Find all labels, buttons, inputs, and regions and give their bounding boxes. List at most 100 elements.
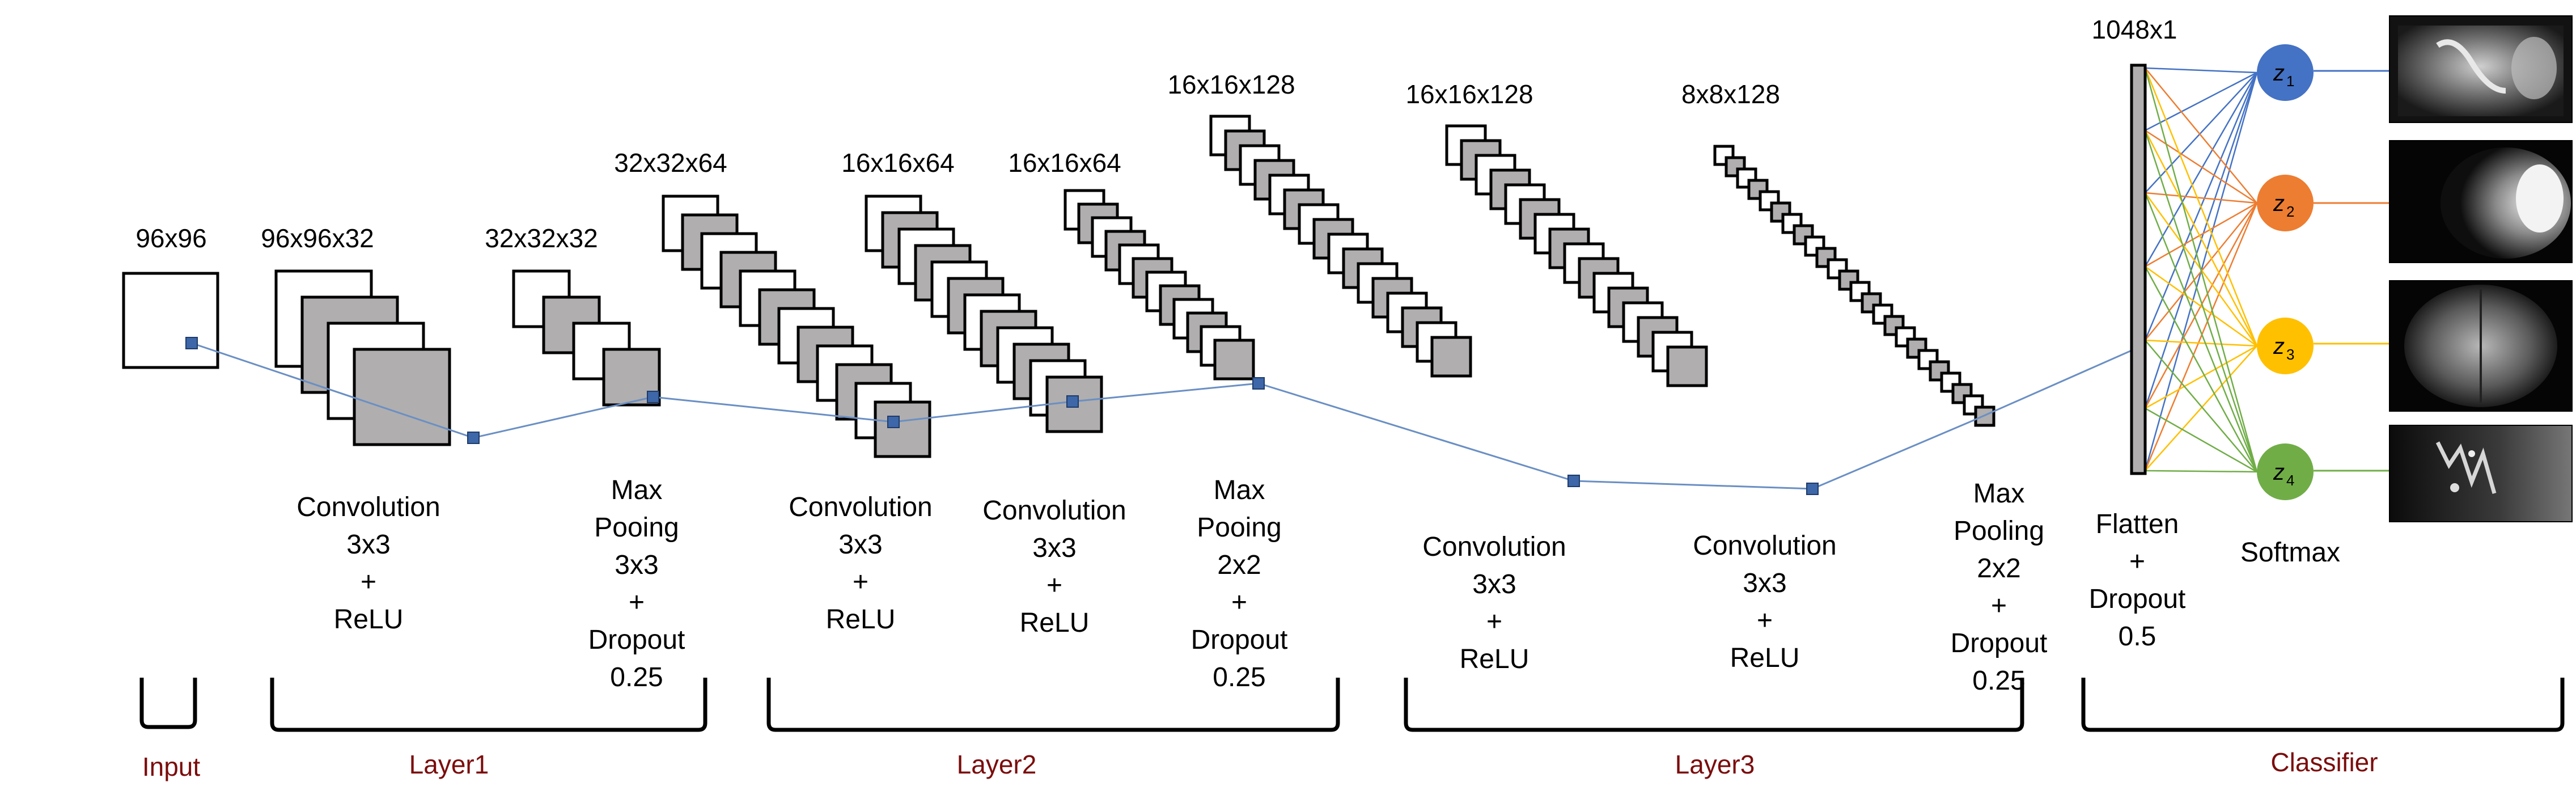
output-node-z1: z 1 xyxy=(2257,44,2314,101)
dim-label-conv3a: 16x16x128 xyxy=(1405,79,1533,109)
op-label-line: + xyxy=(1231,588,1247,618)
op-label-line: Pooing xyxy=(1197,513,1281,543)
stack-input xyxy=(122,272,219,369)
dense-link xyxy=(2144,130,2258,346)
brace-layer3 xyxy=(1404,678,2024,732)
kernel-square xyxy=(887,416,900,428)
op-label-line: 3x3 xyxy=(615,550,658,580)
feature-map xyxy=(1430,336,1472,378)
stack-conv2a xyxy=(662,195,931,458)
op-label-line: Max xyxy=(1973,479,2025,509)
dense-link xyxy=(2145,339,2257,347)
kernel-square xyxy=(1567,475,1580,487)
dense-link xyxy=(2145,72,2257,193)
dim-label-input: 96x96 xyxy=(135,223,206,253)
brace-layer1 xyxy=(270,678,707,732)
dense-link xyxy=(2144,192,2258,472)
group-braces xyxy=(139,678,2565,732)
output-node-label: z xyxy=(2273,460,2285,485)
group-label-classifier: Classifier xyxy=(2270,747,2378,777)
op-label-line: ReLU xyxy=(1020,608,1090,638)
op-label-line: + xyxy=(1991,591,2007,621)
stack-pool1 xyxy=(512,269,661,407)
feature-map xyxy=(1747,179,1769,200)
output-node-z3: z 3 xyxy=(2257,318,2314,374)
op-label-line: 3x3 xyxy=(1472,569,1516,599)
op-label-line: Pooing xyxy=(594,513,679,543)
op-label-softmax: Softmax xyxy=(2240,538,2340,568)
op-label-line: + xyxy=(1486,607,1502,637)
op-label-line: Flatten xyxy=(2096,509,2179,539)
dense-link xyxy=(2145,129,2257,204)
op-label-line: Pooling xyxy=(1954,516,2044,546)
dense-link xyxy=(2145,67,2257,74)
dense-link xyxy=(2144,67,2258,346)
dense-link xyxy=(2145,192,2257,204)
feature-map xyxy=(1815,247,1837,268)
op-label-line: Convolution xyxy=(296,492,440,522)
kernel-squares xyxy=(185,337,1819,495)
group-label-input: Input xyxy=(142,752,201,781)
feature-map xyxy=(1929,360,1950,382)
op-label-line: 3x3 xyxy=(1743,568,1786,598)
output-node-label: z xyxy=(2273,191,2285,216)
op-label-line: 3x3 xyxy=(838,530,882,560)
feature-map xyxy=(122,272,219,369)
feature-map xyxy=(1963,394,1984,416)
feature-map xyxy=(1781,213,1803,234)
dim-label-pool3: 8x8x128 xyxy=(1681,79,1780,109)
feature-map xyxy=(1666,345,1708,387)
output-node-label: z xyxy=(2273,334,2285,359)
feature-map xyxy=(1213,339,1255,381)
dense-link xyxy=(2145,407,2257,473)
feature-map-stacks xyxy=(122,115,1995,458)
feature-map xyxy=(1804,235,1825,257)
output-node-subscript: 2 xyxy=(2286,203,2294,220)
dense-link xyxy=(2145,202,2257,268)
stack-pool3 xyxy=(1713,145,1995,427)
op-label-line: + xyxy=(1757,606,1773,636)
group-label-layer1: Layer1 xyxy=(409,750,489,779)
op-label-line: 3x3 xyxy=(346,530,390,560)
brace-layer2 xyxy=(766,678,1340,732)
op-label-line: + xyxy=(853,567,868,597)
dense-link xyxy=(2145,265,2257,347)
op-label-line: Convolution xyxy=(1422,532,1566,562)
group-label-layer2: Layer2 xyxy=(957,750,1037,779)
dense-connections xyxy=(2144,67,2258,473)
op-label-line: Dropout xyxy=(2089,584,2186,614)
op-label-line: Convolution xyxy=(982,496,1126,526)
kernel-square xyxy=(185,337,198,349)
stack-conv3b xyxy=(1445,124,1708,387)
output-node-label: z xyxy=(2273,61,2285,86)
op-label-line: + xyxy=(2129,547,2145,577)
stack-conv1 xyxy=(274,269,451,446)
dim-label-conv2b: 16x16x64 xyxy=(841,148,955,177)
dim-label-conv1: 96x96x32 xyxy=(261,223,374,253)
dense-link xyxy=(2145,345,2257,471)
output-image-1 xyxy=(2389,15,2573,123)
group-label-layer3: Layer3 xyxy=(1675,750,1755,779)
kernel-square xyxy=(1066,395,1079,408)
op-label-line: ReLU xyxy=(334,605,404,635)
output-image-2 xyxy=(2389,140,2573,263)
dense-link xyxy=(2145,340,2257,472)
op-label-line: Dropout xyxy=(1191,625,1288,655)
dim-label-pool1: 32x32x32 xyxy=(485,223,598,253)
dense-link xyxy=(2144,130,2258,472)
dense-link xyxy=(2145,470,2257,473)
op-label-line: Max xyxy=(1214,475,1265,505)
kernel-square xyxy=(647,391,659,403)
op-label-line: Convolution xyxy=(789,492,933,522)
dense-link xyxy=(2144,67,2258,472)
dense-link xyxy=(2144,72,2258,409)
feature-map xyxy=(1895,326,1916,348)
op-label-line: 0.5 xyxy=(2119,622,2156,652)
